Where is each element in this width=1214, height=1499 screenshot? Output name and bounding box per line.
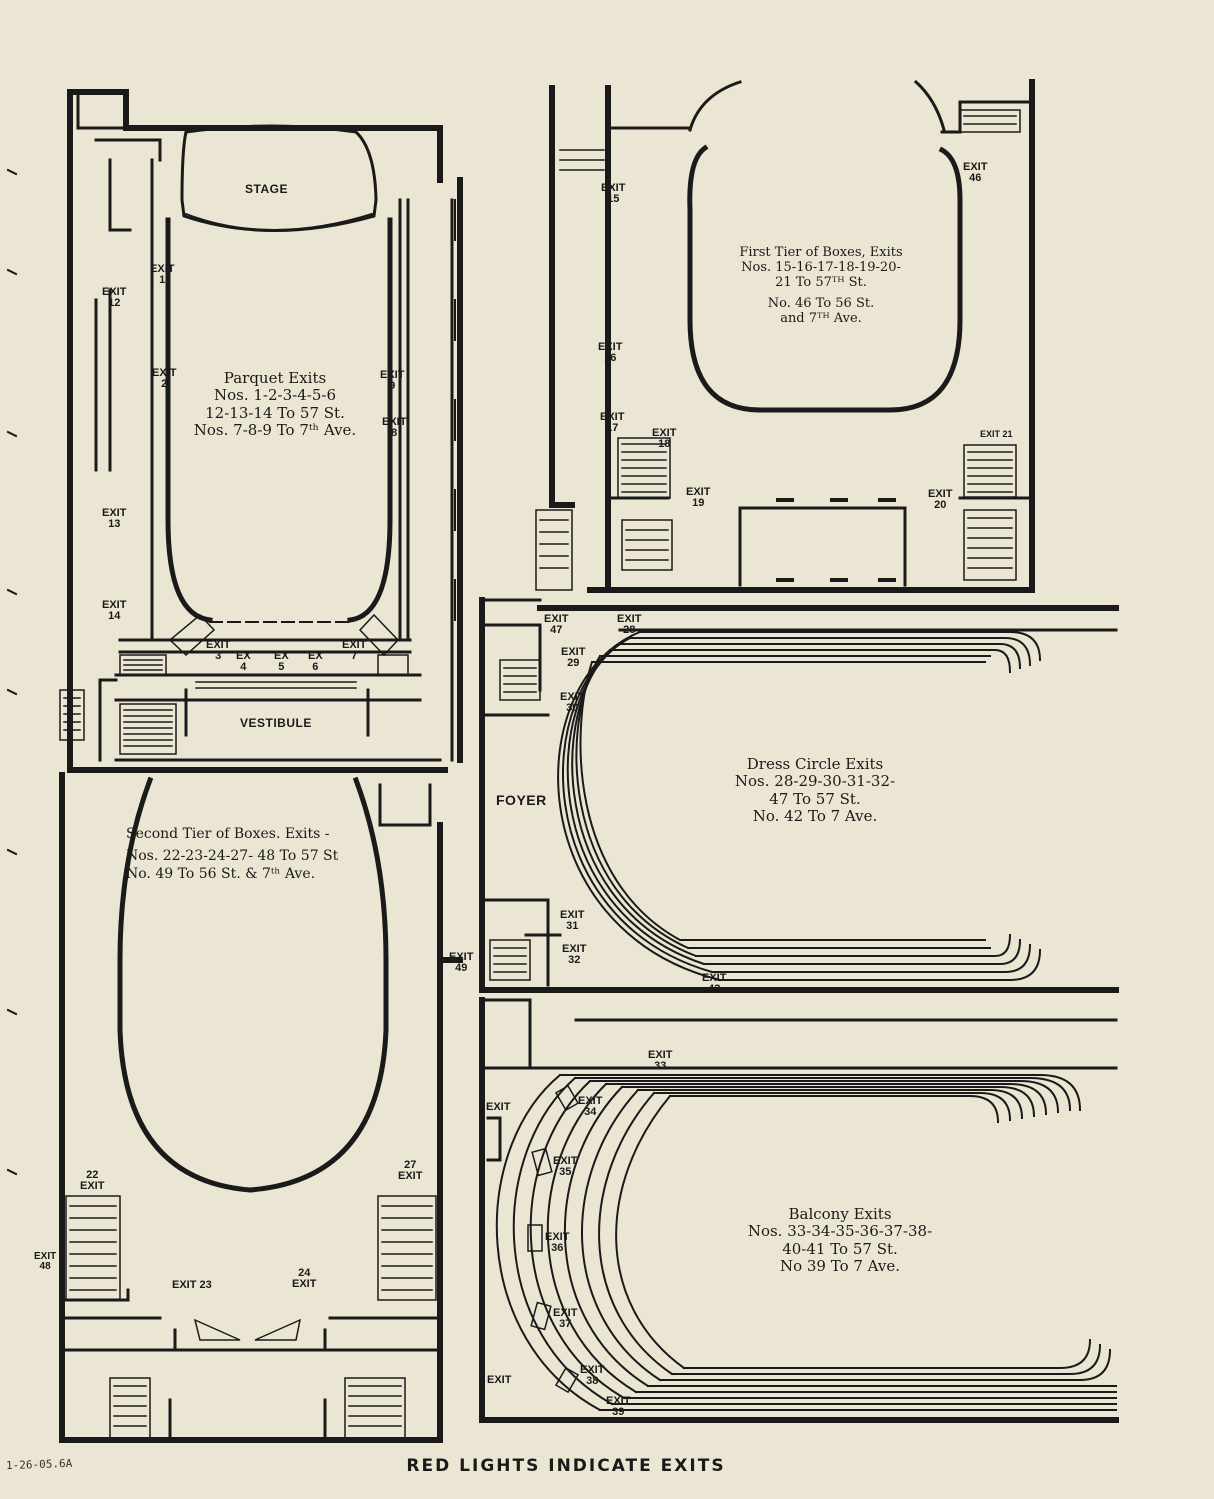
- balcony-title-line-2: Nos. 33-34-35-36-37-38-: [747, 1222, 933, 1241]
- exit-46-label: EXIT 46: [963, 161, 988, 184]
- binding-marks: [6, 168, 18, 1176]
- first-tier-plan: [535, 79, 1035, 593]
- exit-20-label: EXIT 20: [928, 488, 953, 511]
- exit-31-label: EXIT 31: [560, 909, 585, 932]
- exit-41-label: EXIT: [487, 1374, 512, 1386]
- parquet-title-line-1: Parquet Exits: [223, 369, 327, 387]
- exit-29-label: EXIT 29: [561, 646, 586, 669]
- exit-34-label: EXIT 34: [578, 1095, 603, 1118]
- first-tier-title-line-1: First Tier of Boxes, Exits: [739, 245, 903, 260]
- exit-23-label: EXIT 23: [172, 1279, 212, 1291]
- second-tier-title-line-3: No. 49 To 56 St. & 7ᵗʰ Ave.: [126, 866, 316, 883]
- exit-39-label: EXIT 39: [606, 1395, 631, 1418]
- parquet-plan: [59, 89, 463, 773]
- exit-5-label: EX 5: [274, 650, 289, 673]
- exit-13-label: EXIT 13: [102, 507, 127, 530]
- exit-37-label: EXIT 37: [553, 1307, 578, 1330]
- exit-18-label: EXIT 18: [652, 427, 677, 450]
- page-caption: RED LIGHTS INDICATE EXITS: [406, 1456, 726, 1476]
- exit-16-label: EXIT 16: [598, 341, 623, 364]
- dress-circle-exits-title: Dress Circle Exits Nos. 28-29-30-31-32- …: [700, 755, 930, 825]
- first-tier-title-line-2: Nos. 15-16-17-18-19-20-: [741, 259, 901, 275]
- exit-28-label: EXIT 28: [617, 613, 642, 636]
- balcony-title-line-3: 40-41 To 57 St.: [782, 1239, 898, 1258]
- balcony-exits-title: Balcony Exits Nos. 33-34-35-36-37-38- 40…: [720, 1205, 960, 1275]
- parquet-title-line-3: 12-13-14 To 57 St.: [205, 403, 345, 422]
- dress-circle-plan: [479, 597, 1119, 993]
- exit-30-label: EXIT 30: [560, 691, 585, 714]
- exit-24-label: 24 EXIT: [292, 1267, 317, 1290]
- exit-8-label: EXIT 8: [382, 416, 407, 439]
- exit-33-label: EXIT 33: [648, 1049, 673, 1072]
- first-tier-title-line-5: and 7ᵀᴴ Ave.: [780, 310, 862, 326]
- stage-label: STAGE: [245, 182, 288, 196]
- parquet-title-line-4: Nos. 7-8-9 To 7ᵗʰ Ave.: [193, 420, 357, 439]
- parquet-exits-title: Parquet Exits Nos. 1-2-3-4-5-6 12-13-14 …: [180, 369, 370, 439]
- second-tier-plan: [59, 772, 463, 1443]
- exit-42-label: EXIT 42: [702, 972, 727, 995]
- exit-7-label: EXIT 7: [342, 639, 367, 662]
- exit-21-label: EXIT 21: [980, 429, 1013, 439]
- second-tier-title-line-2: Nos. 22-23-24-27- 48 To 57 St: [126, 848, 339, 865]
- foyer-label: FOYER: [496, 792, 547, 808]
- exit-36-label: EXIT 36: [545, 1231, 570, 1254]
- balcony-title-line-4: No 39 To 7 Ave.: [779, 1256, 901, 1275]
- exit-40-label: EXIT: [486, 1101, 511, 1113]
- first-tier-title-line-4: No. 46 To 56 St.: [767, 295, 875, 311]
- balcony-plan: [479, 997, 1119, 1423]
- exit-6-label: EX 6: [308, 650, 323, 673]
- dress-circle-title-line-2: Nos. 28-29-30-31-32-: [734, 772, 896, 791]
- exit-22-label: 22 EXIT: [80, 1169, 105, 1192]
- dress-circle-title-line-3: 47 To 57 St.: [769, 789, 861, 808]
- exit-14-label: EXIT 14: [102, 599, 127, 622]
- balcony-title-line-1: Balcony Exits: [788, 1205, 892, 1223]
- exit-12-label: EXIT 12: [102, 286, 127, 309]
- archive-note: 1-26-05.6A: [5, 1456, 73, 1473]
- exit-15-label: EXIT 15: [601, 182, 626, 205]
- exit-9-label: EXIT 9: [380, 369, 405, 392]
- exit-32-label: EXIT 32: [562, 943, 587, 966]
- vestibule-label: VESTIBULE: [240, 716, 312, 730]
- exit-2-label: EXIT 2: [152, 367, 177, 390]
- exit-38-label: EXIT 38: [580, 1364, 605, 1387]
- second-tier-exits-title: Second Tier of Boxes. Exits - Nos. 22-23…: [126, 826, 338, 882]
- exit-48-label: EXIT 48: [34, 1251, 57, 1272]
- exit-1-label: EXIT 1: [150, 263, 175, 286]
- exit-35-label: EXIT 35: [553, 1155, 578, 1178]
- exit-17-label: EXIT 17: [600, 411, 625, 434]
- exit-27-label: 27 EXIT: [398, 1159, 423, 1182]
- exit-49-label: EXIT 49: [449, 951, 474, 974]
- exit-19-label: EXIT 19: [686, 486, 711, 509]
- dress-circle-title-line-1: Dress Circle Exits: [746, 755, 884, 773]
- exit-47-label: EXIT 47: [544, 613, 569, 636]
- second-tier-title-line-1: Second Tier of Boxes. Exits -: [126, 826, 330, 842]
- parquet-title-line-2: Nos. 1-2-3-4-5-6: [214, 386, 336, 405]
- exit-3-label: EXIT 3: [206, 639, 231, 662]
- first-tier-title-line-3: 21 To 57ᵀᴴ St.: [775, 274, 867, 290]
- dress-circle-title-line-4: No. 42 To 7 Ave.: [752, 806, 878, 825]
- exit-4-label: EX 4: [236, 650, 251, 673]
- first-tier-exits-title: First Tier of Boxes, Exits Nos. 15-16-17…: [726, 245, 916, 327]
